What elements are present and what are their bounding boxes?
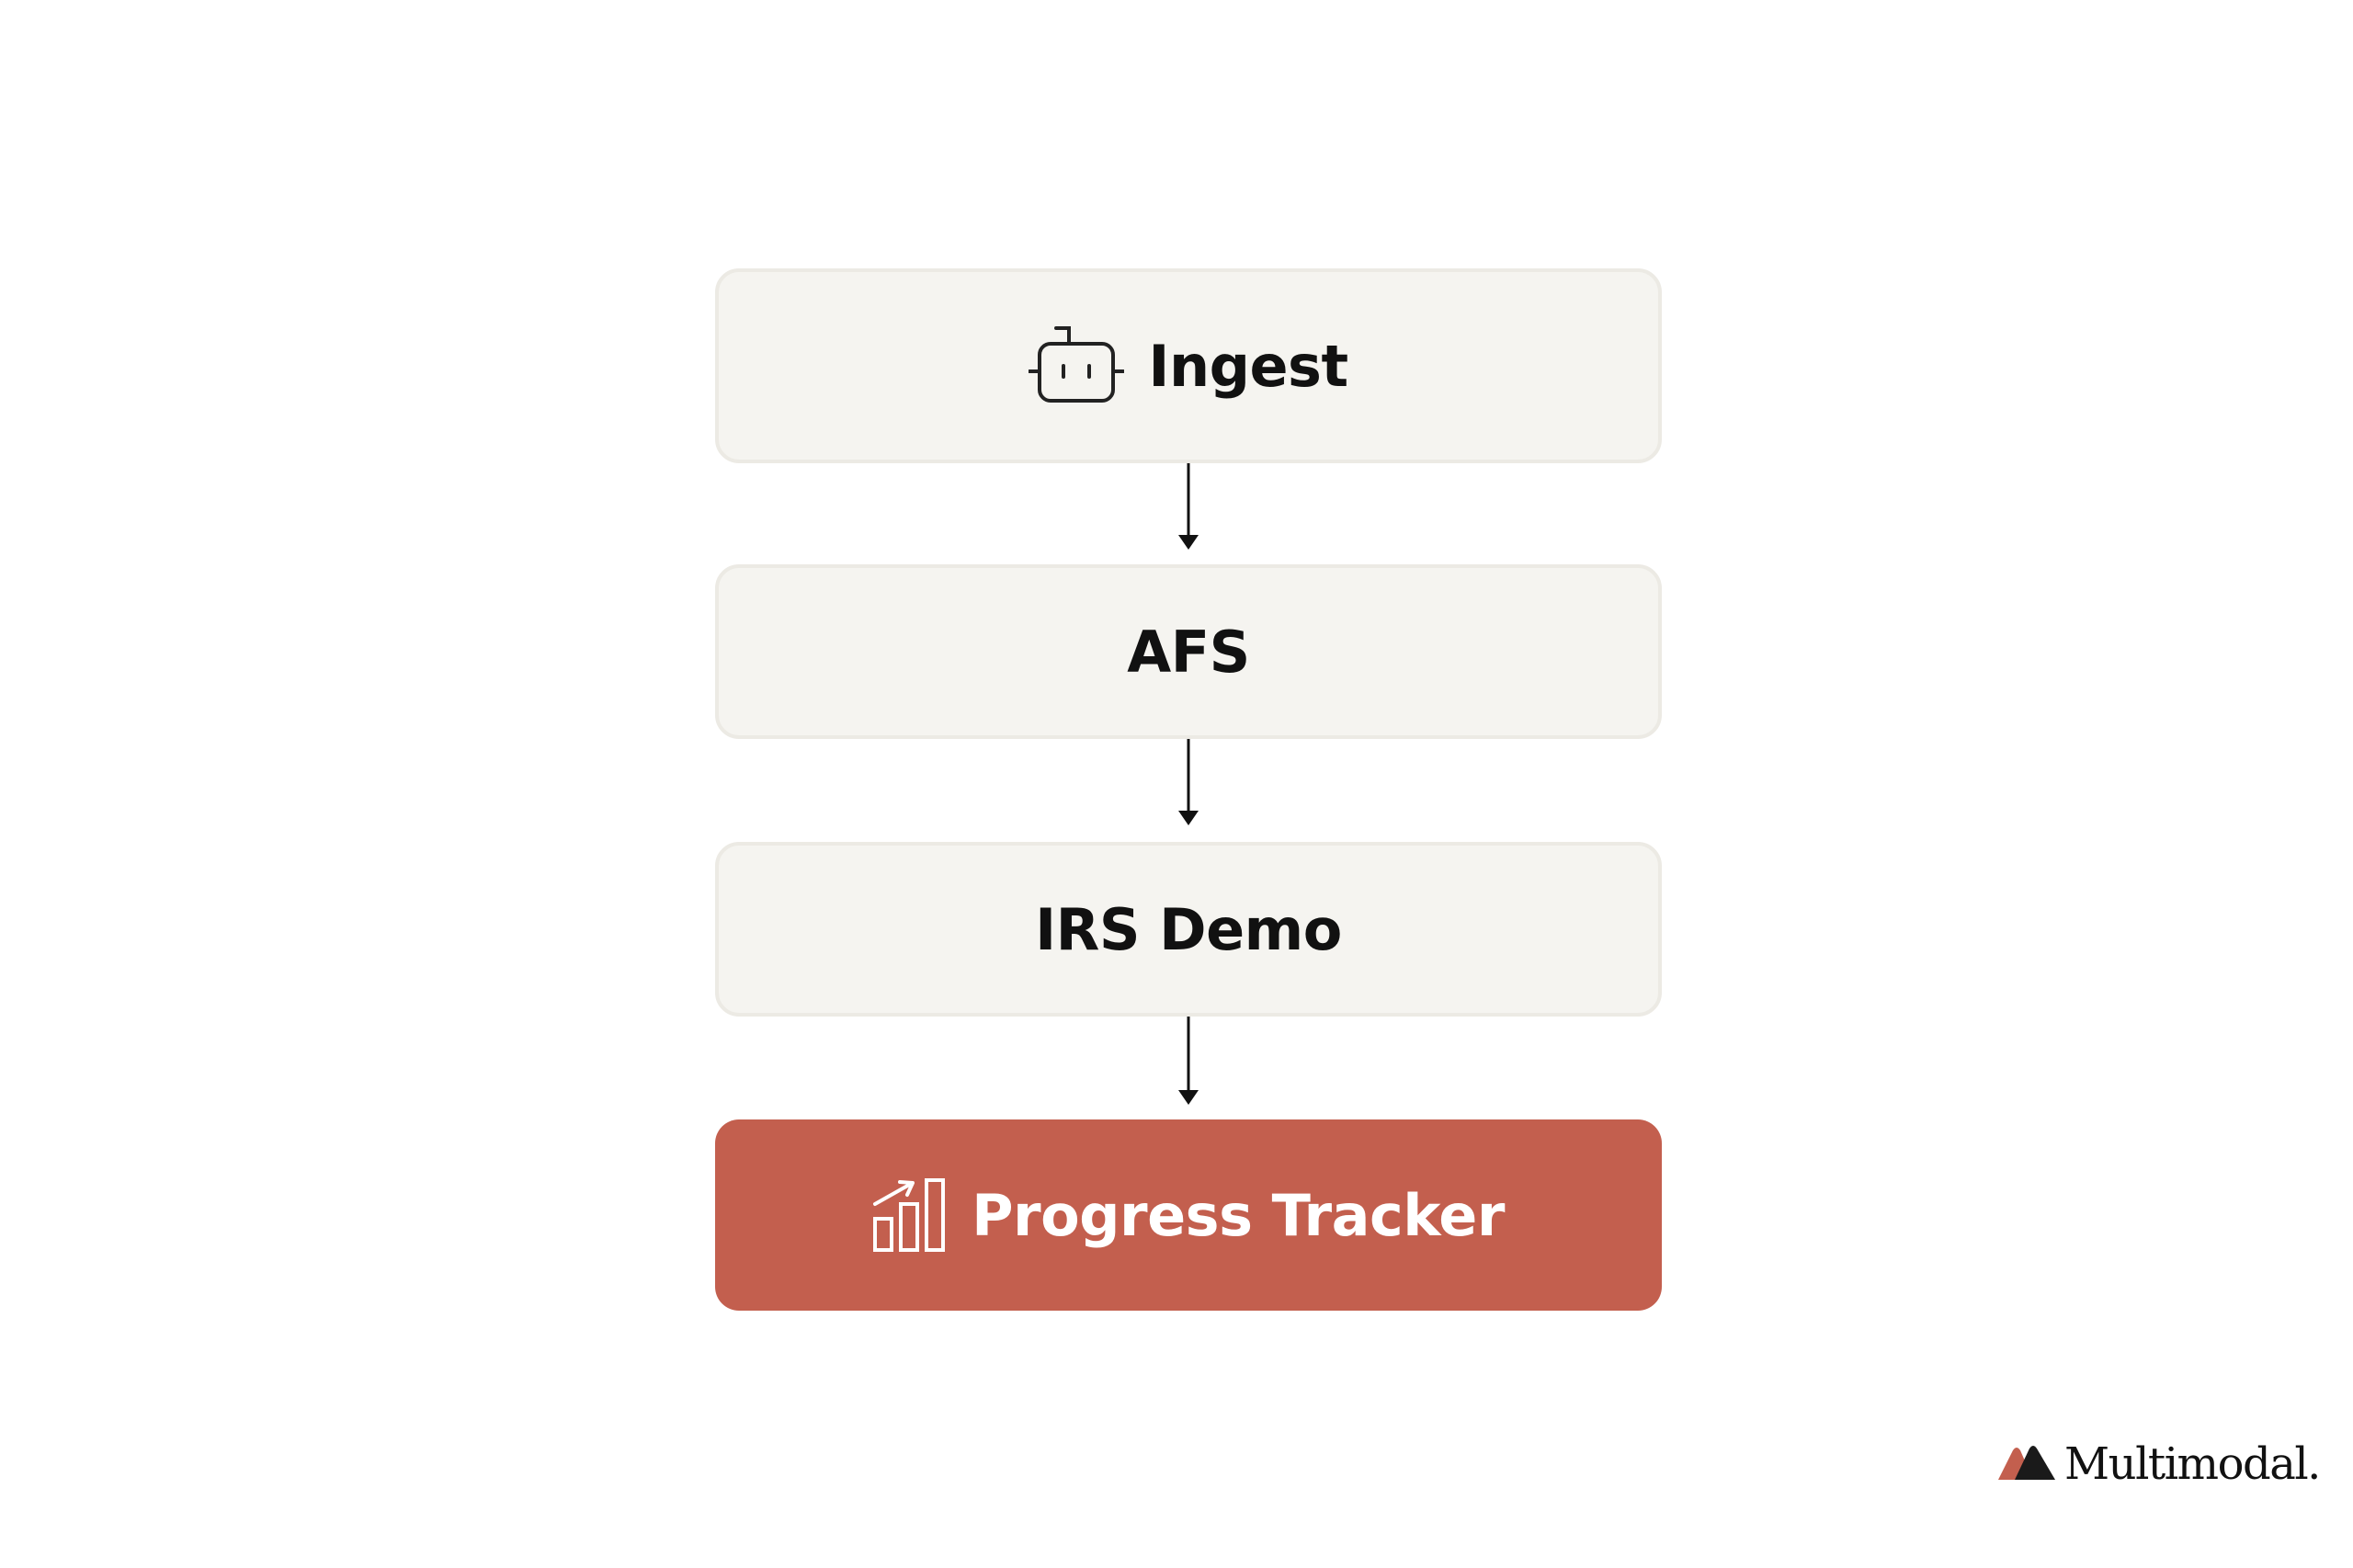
multimodal-logo-icon bbox=[1996, 1443, 2057, 1485]
node-ingest: Ingest bbox=[715, 268, 1662, 463]
edge-irs-demo-to-progress-tracker bbox=[1178, 1017, 1199, 1105]
node-ingest-label: Ingest bbox=[1148, 332, 1348, 400]
node-irs-demo-label: IRS Demo bbox=[1035, 895, 1342, 963]
node-progress-tracker-label: Progress Tracker bbox=[972, 1181, 1505, 1249]
robot-icon bbox=[1029, 325, 1125, 406]
node-irs-demo: IRS Demo bbox=[715, 842, 1662, 1017]
node-afs: AFS bbox=[715, 564, 1662, 739]
bar-chart-trend-icon bbox=[872, 1176, 948, 1254]
node-progress-tracker: Progress Tracker bbox=[715, 1119, 1662, 1311]
brand-name: Multimodal. bbox=[2064, 1438, 2321, 1490]
edge-ingest-to-afs bbox=[1178, 463, 1199, 550]
edge-afs-to-irs-demo bbox=[1178, 739, 1199, 825]
node-afs-label: AFS bbox=[1127, 618, 1250, 686]
brand-logo: Multimodal. bbox=[1996, 1438, 2321, 1490]
